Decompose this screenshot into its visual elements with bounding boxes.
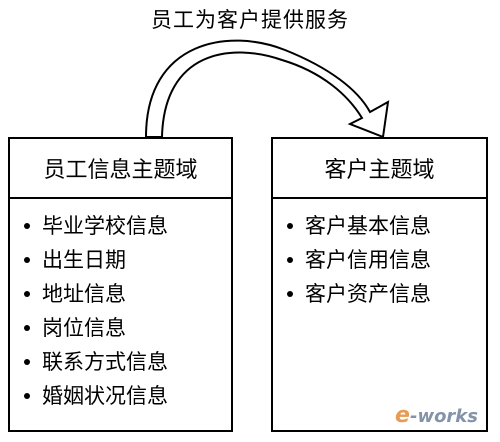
customer-domain-title: 客户主题域 (273, 139, 486, 199)
list-item-label: 毕业学校信息 (42, 214, 168, 238)
list-item-label: 联系方式信息 (42, 350, 168, 374)
list-item-label: 岗位信息 (42, 316, 126, 340)
list-item: 客户基本信息 (287, 209, 486, 243)
bullet-icon (24, 291, 30, 297)
list-item: 出生日期 (24, 243, 231, 277)
list-item: 客户资产信息 (287, 277, 486, 311)
bullet-icon (287, 223, 293, 229)
employee-domain-list: 毕业学校信息 出生日期 地址信息 岗位信息 联系方式信息 婚姻状况信息 (10, 199, 231, 413)
list-item: 联系方式信息 (24, 345, 231, 379)
customer-domain-list: 客户基本信息 客户信用信息 客户资产信息 (273, 199, 486, 311)
watermark-prefix: e (395, 403, 410, 428)
service-arrow-body (144, 39, 390, 139)
bullet-icon (24, 359, 30, 365)
list-item-label: 婚姻状况信息 (42, 384, 168, 408)
list-item: 婚姻状况信息 (24, 379, 231, 413)
bullet-icon (24, 393, 30, 399)
bullet-icon (24, 223, 30, 229)
list-item-label: 客户资产信息 (305, 282, 431, 306)
bullet-icon (24, 325, 30, 331)
list-item: 岗位信息 (24, 311, 231, 345)
list-item-label: 客户信用信息 (305, 248, 431, 272)
bullet-icon (287, 257, 293, 263)
list-item: 客户信用信息 (287, 243, 486, 277)
employee-domain-box: 员工信息主题域 毕业学校信息 出生日期 地址信息 岗位信息 联系方式信息 婚姻状… (8, 137, 233, 432)
bullet-icon (287, 291, 293, 297)
employee-domain-title: 员工信息主题域 (10, 139, 231, 199)
bullet-icon (24, 257, 30, 263)
list-item-label: 地址信息 (42, 282, 126, 306)
list-item-label: 出生日期 (42, 248, 126, 272)
watermark-suffix: -works (409, 406, 478, 427)
customer-domain-box: 客户主题域 客户基本信息 客户信用信息 客户资产信息 (271, 137, 488, 432)
list-item: 毕业学校信息 (24, 209, 231, 243)
list-item: 地址信息 (24, 277, 231, 311)
eworks-watermark-logo: e-works (395, 403, 478, 428)
diagram-caption: 员工为客户提供服务 (151, 8, 349, 32)
list-item-label: 客户基本信息 (305, 214, 431, 238)
